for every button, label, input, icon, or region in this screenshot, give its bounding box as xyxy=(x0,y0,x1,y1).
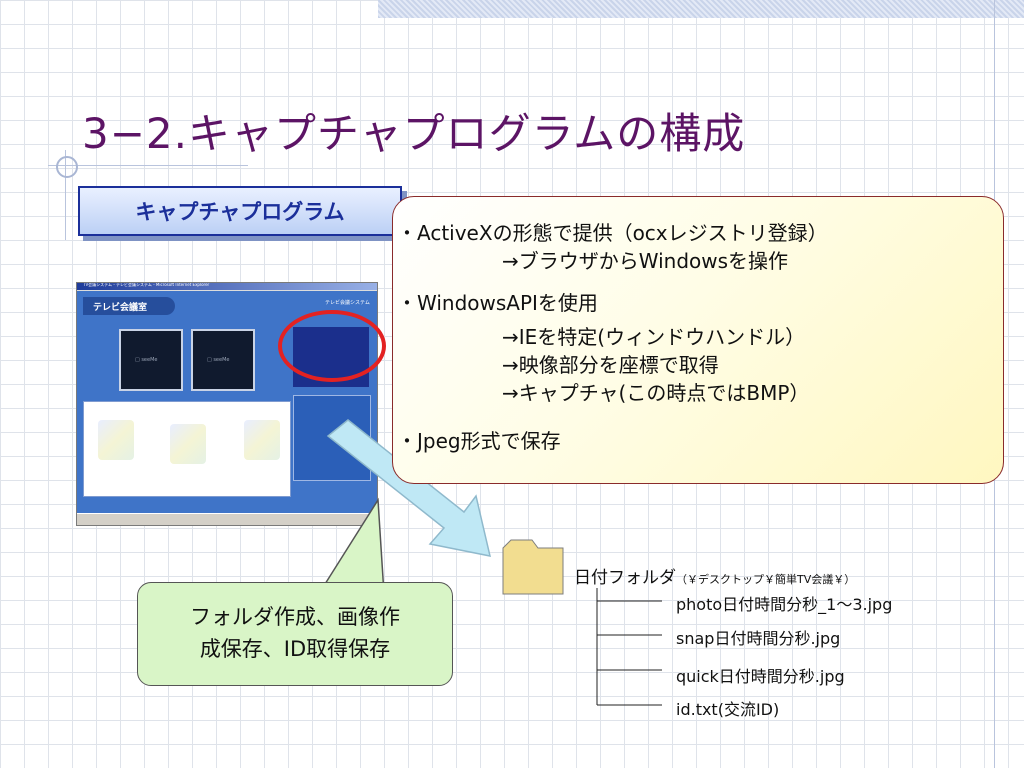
callout-line-jpeg: ・Jpeg形式で保存 xyxy=(397,429,561,453)
decor-circle-icon xyxy=(56,156,78,178)
screenshot-taskbar xyxy=(77,513,377,525)
folder-icon xyxy=(502,539,564,595)
folder-label: 日付フォルダ（￥デスクトップ￥簡単TV会議￥） xyxy=(574,563,855,588)
file-snap: snap日付時間分秒.jpg xyxy=(676,629,841,648)
folder-path: （￥デスクトップ￥簡単TV会議￥） xyxy=(676,573,856,586)
block-arrow xyxy=(326,419,491,557)
explanation-callout: ・ActiveXの形態で提供（ocxレジストリ登録） →ブラウザからWindow… xyxy=(392,196,1004,484)
slide-title: 3−2.キャプチャプログラムの構成 xyxy=(82,109,746,158)
screenshot-message-area xyxy=(83,401,291,497)
file-quick: quick日付時間分秒.jpg xyxy=(676,667,845,686)
screenshot-video-right: □ seeMe xyxy=(191,329,255,391)
decor-horizontal-line xyxy=(48,165,248,166)
top-decor-band xyxy=(378,0,1024,18)
program-label-text: キャプチャプログラム xyxy=(135,200,345,224)
screenshot-titlebar: TV会議システム - テレビ会議システム - Microsoft Interne… xyxy=(77,283,377,290)
screenshot-app-title: テレビ会議室 xyxy=(83,297,175,315)
folder-name: 日付フォルダ xyxy=(574,568,676,588)
process-note: フォルダ作成、画像作 成保存、ID取得保存 xyxy=(137,582,453,686)
callout-line-ie: →IEを特定(ウィンドウハンドル） xyxy=(502,325,806,349)
decor-vertical-line-left xyxy=(65,150,66,240)
screenshot-video-left: □ seeMe xyxy=(119,329,183,391)
file-tree-lines xyxy=(596,588,662,706)
callout-line-capture: →キャプチャ(この時点ではBMP） xyxy=(502,381,810,405)
callout-line-browser: →ブラウザからWindowsを操作 xyxy=(502,249,789,273)
program-label-box: キャプチャプログラム xyxy=(78,186,402,236)
note-line-2: 成保存、ID取得保存 xyxy=(199,637,391,661)
screenshot-title-text: TV会議システム - テレビ会議システム - Microsoft Interne… xyxy=(83,282,210,287)
file-photo: photo日付時間分秒_1～3.jpg xyxy=(676,595,893,614)
note-pointer xyxy=(318,497,385,595)
callout-line-video: →映像部分を座標で取得 xyxy=(502,353,719,377)
callout-line-activex: ・ActiveXの形態で提供（ocxレジストリ登録） xyxy=(397,221,828,245)
screenshot-system-text: テレビ会議システム xyxy=(325,300,370,306)
file-id-txt: id.txt(交流ID) xyxy=(676,700,780,719)
highlight-ring xyxy=(278,310,386,382)
callout-line-winapi: ・WindowsAPIを使用 xyxy=(397,291,598,315)
note-line-1: フォルダ作成、画像作 xyxy=(190,605,400,629)
